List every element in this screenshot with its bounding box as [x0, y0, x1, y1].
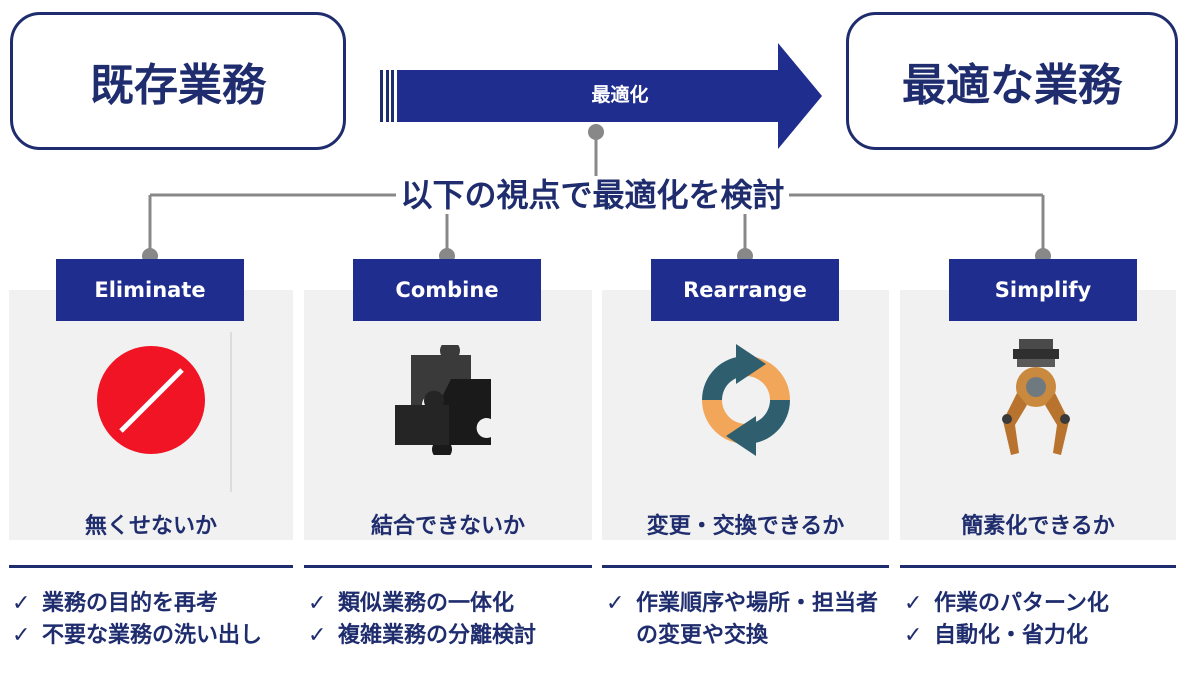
- check-icon: ✓: [904, 591, 923, 616]
- current-work-box: 既存業務: [10, 12, 346, 150]
- check-icon: ✓: [904, 623, 923, 648]
- puzzle-icon: [386, 335, 506, 465]
- bullet-list-eliminate: ✓業務の目的を再考 ✓不要な業務の洗い出し: [12, 588, 297, 652]
- list-item: ✓複雑業務の分離検討: [308, 620, 598, 652]
- optimization-arrow-label: 最適化: [591, 84, 649, 106]
- question-combine: 結合できないか: [370, 514, 525, 539]
- current-work-label: 既存業務: [90, 60, 266, 111]
- bullet-list-simplify: ✓作業のパターン化 ✓自動化・省力化: [904, 588, 1180, 652]
- tag-rearrange-label: Rearrange: [683, 278, 807, 302]
- simplify-panel: [900, 290, 1176, 540]
- tag-combine-label: Combine: [395, 278, 499, 302]
- tag-eliminate-label: Eliminate: [94, 278, 206, 302]
- check-icon: ✓: [308, 591, 327, 616]
- check-icon: ✓: [606, 591, 625, 616]
- tag-simplify-label: Simplify: [994, 278, 1092, 302]
- tag-rearrange: Rearrange: [651, 259, 839, 321]
- tag-simplify: Simplify: [949, 259, 1137, 321]
- headline-text: 以下の視点で最適化を検討: [396, 176, 789, 214]
- optimized-work-label: 最適な業務: [902, 60, 1122, 111]
- robot-gripper-icon: [980, 335, 1100, 465]
- tag-eliminate: Eliminate: [56, 259, 244, 321]
- headline: 以下の視点で最適化を検討: [0, 170, 1185, 216]
- column-rule: [9, 565, 293, 568]
- column-rule: [602, 565, 889, 568]
- panel-divider: [230, 332, 232, 492]
- rearrange-panel: [602, 290, 889, 540]
- cycle-arrows-icon: [686, 335, 806, 465]
- tag-combine: Combine: [353, 259, 541, 321]
- question-eliminate: 無くせないか: [84, 514, 217, 539]
- optimized-work-box: 最適な業務: [846, 12, 1178, 150]
- optimization-arrow: [380, 43, 822, 149]
- check-icon: ✓: [12, 623, 31, 648]
- check-icon: ✓: [308, 623, 327, 648]
- question-rearrange: 変更・交換できるか: [646, 514, 845, 539]
- column-rule: [304, 565, 592, 568]
- list-item: ✓不要な業務の洗い出し: [12, 620, 297, 652]
- list-item: ✓作業のパターン化: [904, 588, 1180, 620]
- check-icon: ✓: [12, 591, 31, 616]
- prohibited-icon: [91, 335, 211, 465]
- column-rule: [900, 565, 1176, 568]
- bullet-list-combine: ✓類似業務の一体化 ✓複雑業務の分離検討: [308, 588, 598, 652]
- list-item: ✓自動化・省力化: [904, 620, 1180, 652]
- list-item: ✓類似業務の一体化: [308, 588, 598, 620]
- list-item: ✓業務の目的を再考: [12, 588, 297, 620]
- question-simplify: 簡素化できるか: [961, 514, 1115, 539]
- list-item: ✓作業順序や場所・担当者の変更や交換: [606, 588, 891, 652]
- bullet-list-rearrange: ✓作業順序や場所・担当者の変更や交換: [606, 588, 891, 652]
